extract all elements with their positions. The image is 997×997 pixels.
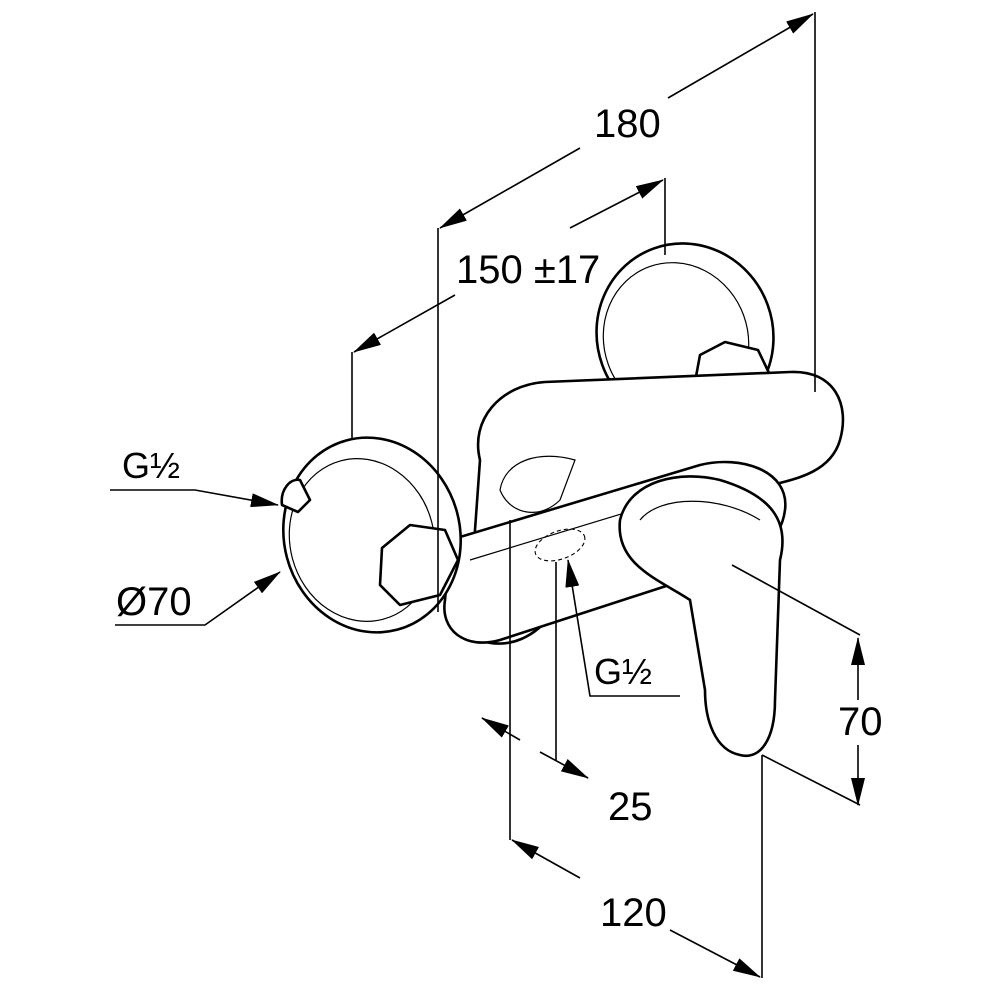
dimension-150 — [351, 178, 666, 440]
mixer-lever — [618, 475, 784, 758]
left-wall-flange — [280, 436, 463, 634]
inlet-thread-stub — [280, 478, 312, 514]
dimension-25 — [481, 562, 589, 779]
label-outlet-thread: G½ — [594, 651, 653, 692]
label-120: 120 — [600, 891, 667, 935]
dimension-70 — [731, 564, 865, 806]
leader-outlet-thread — [565, 559, 680, 697]
leader-flange-diameter — [115, 571, 281, 626]
label-150: 150 ±17 — [456, 248, 601, 292]
label-180: 180 — [594, 102, 661, 146]
label-flange-diameter: Ø70 — [116, 580, 192, 624]
dimension-120 — [509, 520, 763, 978]
outlet-thread-mark — [534, 528, 586, 562]
dimension-180 — [437, 12, 816, 612]
leader-inlet-thread — [110, 489, 279, 508]
label-70: 70 — [838, 700, 883, 744]
label-inlet-thread: G½ — [122, 445, 181, 486]
label-25: 25 — [608, 785, 653, 829]
